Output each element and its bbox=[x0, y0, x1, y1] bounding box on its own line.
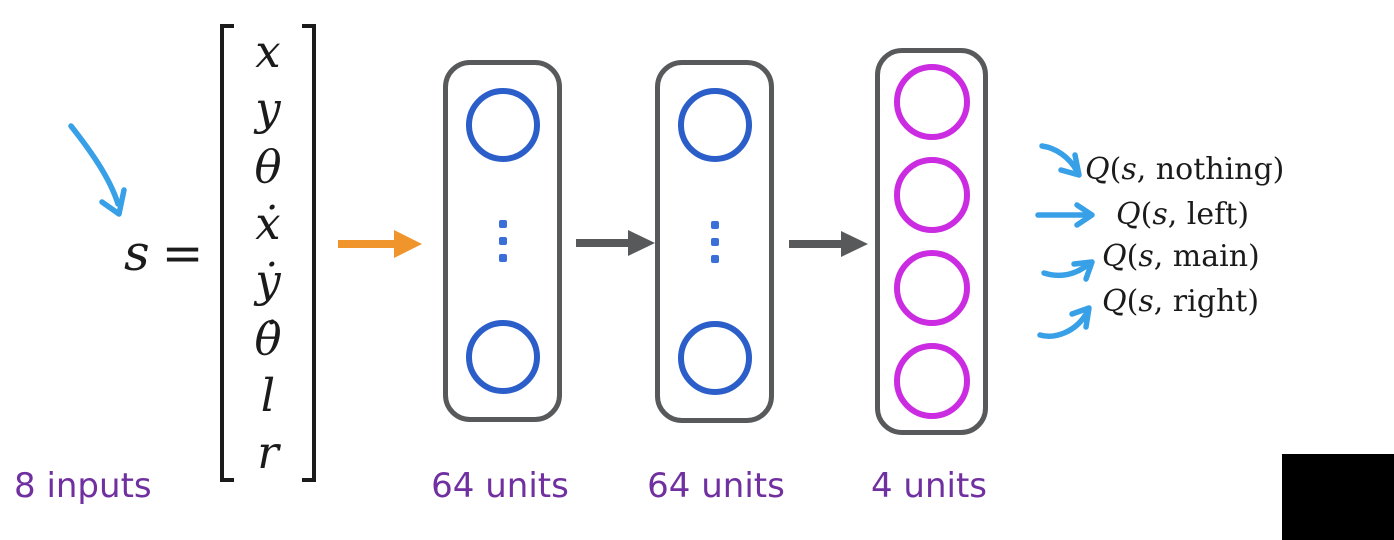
output-neuron-circle bbox=[893, 250, 970, 326]
vector-entry: θ̇ bbox=[254, 311, 282, 365]
vector-right-bracket bbox=[302, 24, 316, 482]
hidden-layer-1 bbox=[443, 60, 562, 422]
layer1-units-label: 64 units bbox=[431, 466, 569, 506]
state-equation-lhs: s= bbox=[124, 224, 204, 282]
neuron-circle bbox=[677, 88, 752, 162]
state-vector: x y θ ẋ ẏ θ̇ l r bbox=[220, 24, 316, 482]
vector-entry: y bbox=[255, 82, 281, 136]
neuron-circle bbox=[677, 321, 752, 395]
vector-entries: x y θ ẋ ẏ θ̇ l r bbox=[234, 25, 302, 480]
sketch-arrow-q-left-icon bbox=[1035, 202, 1095, 228]
sketch-arrow-q-right-icon bbox=[1037, 305, 1092, 339]
vector-entry: θ bbox=[254, 139, 282, 193]
vector-entry: l bbox=[260, 369, 276, 423]
layer1-to-layer2-arrow-icon bbox=[576, 230, 655, 256]
output-neuron-circle bbox=[893, 343, 970, 419]
equals-sign: = bbox=[161, 224, 204, 282]
vector-left-bracket bbox=[220, 24, 234, 482]
q-value-left: Q(s, left) bbox=[1116, 197, 1250, 232]
sketch-arrow-to-state-icon bbox=[68, 123, 127, 217]
vector-entry: ẋ bbox=[255, 197, 281, 251]
q-value-right: Q(s, right) bbox=[1102, 284, 1260, 319]
sketch-arrow-q-nothing-icon bbox=[1039, 143, 1082, 178]
vertical-ellipsis-icon bbox=[498, 220, 507, 262]
output-layer bbox=[875, 48, 988, 435]
output-neuron-circle bbox=[893, 157, 970, 233]
layer2-units-label: 64 units bbox=[647, 466, 785, 506]
layer3-units-label: 4 units bbox=[870, 466, 988, 506]
neuron-circle bbox=[465, 88, 540, 162]
vertical-ellipsis-icon bbox=[710, 220, 719, 263]
inputs-count-label: 8 inputs bbox=[14, 466, 152, 506]
vector-entry: r bbox=[257, 426, 279, 480]
layer2-to-layer3-arrow-icon bbox=[789, 231, 868, 257]
sketch-arrow-q-main-icon bbox=[1041, 259, 1095, 282]
output-neuron-circle bbox=[893, 64, 970, 140]
vector-entry: x bbox=[255, 25, 281, 78]
video-corner-overlay bbox=[1282, 454, 1394, 540]
input-arrow-icon bbox=[338, 230, 422, 258]
state-symbol: s bbox=[124, 224, 150, 282]
vector-entry: ẏ bbox=[255, 254, 281, 308]
hidden-layer-2 bbox=[655, 60, 774, 423]
q-value-main: Q(s, main) bbox=[1102, 239, 1260, 274]
q-value-nothing: Q(s, nothing) bbox=[1085, 152, 1285, 187]
neuron-circle bbox=[465, 320, 540, 394]
